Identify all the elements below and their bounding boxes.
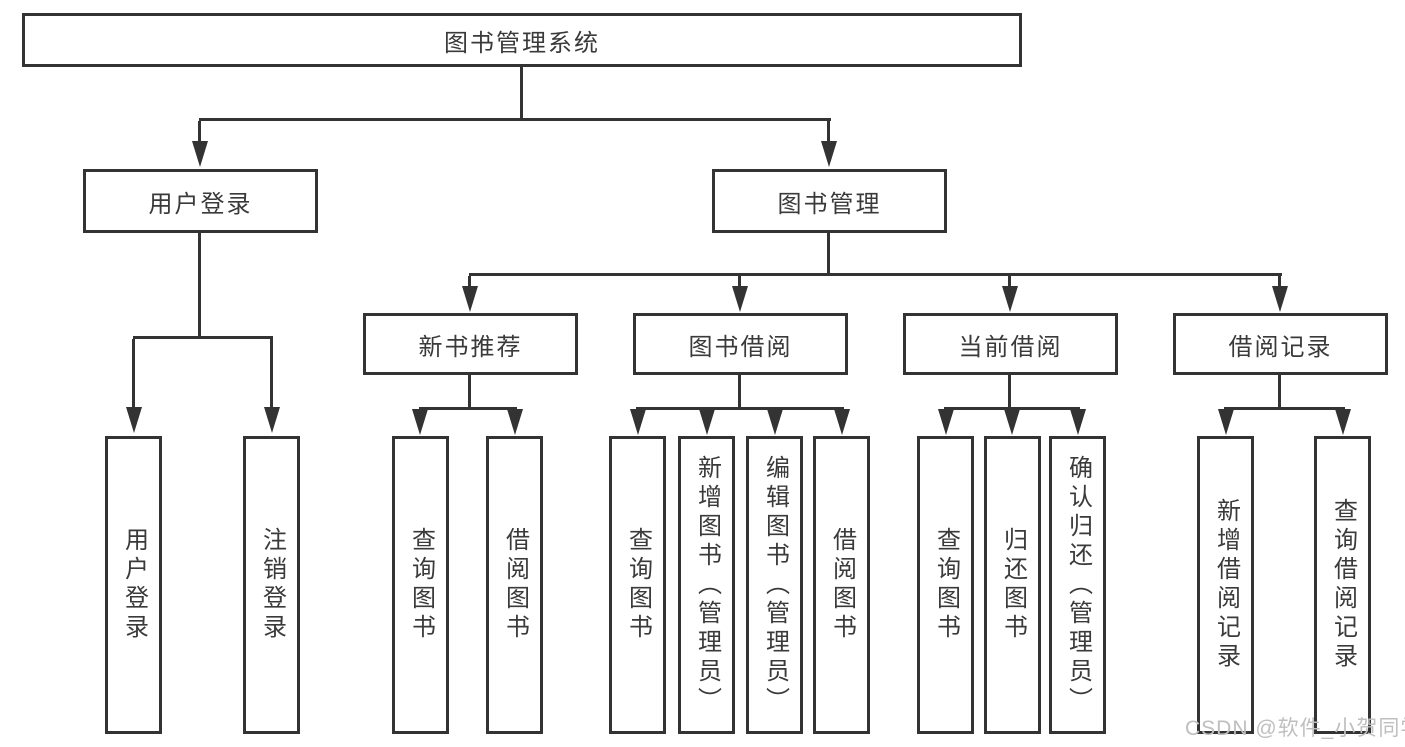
- leaf-add-borrow-record-label: 新增借阅记录: [1212, 498, 1240, 672]
- leaf-add-books-admin-label: 新增图书（管理员）: [693, 454, 721, 716]
- leaf-borrow-books-borrowing: 借阅图书: [813, 436, 870, 734]
- node-library-system: 图书管理系统: [22, 13, 1022, 67]
- leaf-query-books-newbooks: 查询图书: [392, 436, 449, 734]
- arrow-down-icon: [462, 286, 478, 312]
- arrow-down-icon: [767, 409, 783, 435]
- connector-line: [468, 375, 471, 407]
- connector-line: [419, 407, 517, 410]
- watermark: CSDN @软件_小贺同学: [1185, 717, 1405, 740]
- leaf-borrow-books-newbooks-label: 借阅图书: [501, 527, 529, 643]
- arrow-down-icon: [699, 409, 715, 435]
- leaf-confirm-return-admin-label: 确认归还（管理员）: [1064, 454, 1092, 716]
- leaf-edit-books-admin-label: 编辑图书（管理员）: [761, 454, 789, 716]
- leaf-add-books-admin: 新增图书（管理员）: [678, 436, 735, 734]
- arrow-down-icon: [1272, 286, 1288, 312]
- leaf-logout: 注销登录: [243, 436, 300, 734]
- leaf-borrow-books-borrowing-label: 借阅图书: [828, 527, 856, 643]
- arrow-down-icon: [732, 286, 748, 312]
- arrow-down-icon: [126, 407, 142, 433]
- leaf-query-borrow-record-label: 查询借阅记录: [1329, 498, 1357, 672]
- node-borrow-records: 借阅记录: [1173, 313, 1388, 375]
- leaf-edit-books-admin: 编辑图书（管理员）: [746, 436, 803, 734]
- leaf-query-books-current: 查询图书: [917, 436, 974, 734]
- node-user-login-label: 用户登录: [148, 190, 253, 218]
- arrow-down-icon: [1335, 409, 1351, 435]
- connector-line: [199, 118, 831, 121]
- connector-line: [132, 339, 135, 409]
- arrow-down-icon: [821, 141, 837, 167]
- connector-line: [738, 375, 741, 407]
- leaf-query-books-borrowing-label: 查询图书: [624, 527, 652, 643]
- connector-line: [1008, 375, 1011, 407]
- node-new-book-recommend-label: 新书推荐: [418, 333, 523, 361]
- connector-line: [198, 121, 201, 143]
- connector-line: [198, 233, 201, 336]
- node-book-borrowing: 图书借阅: [633, 313, 848, 375]
- node-borrow-records-label: 借阅记录: [1228, 333, 1333, 361]
- leaf-query-books-borrowing: 查询图书: [609, 436, 666, 734]
- leaf-query-books-current-label: 查询图书: [932, 527, 960, 643]
- connector-line: [827, 232, 830, 273]
- connector-line: [1278, 276, 1281, 288]
- connector-line: [827, 121, 830, 143]
- node-book-management: 图书管理: [712, 169, 947, 233]
- leaf-add-borrow-record: 新增借阅记录: [1197, 436, 1254, 734]
- leaf-return-books-label: 归还图书: [999, 527, 1027, 643]
- arrow-down-icon: [507, 409, 523, 435]
- connector-line: [133, 336, 273, 339]
- connector-line: [636, 407, 844, 410]
- leaf-query-borrow-record: 查询借阅记录: [1314, 436, 1371, 734]
- arrow-down-icon: [1218, 409, 1234, 435]
- leaf-borrow-books-newbooks: 借阅图书: [486, 436, 543, 734]
- connector-line: [270, 339, 273, 409]
- node-user-login: 用户登录: [83, 169, 318, 233]
- leaf-logout-label: 注销登录: [258, 527, 286, 643]
- arrow-down-icon: [1002, 286, 1018, 312]
- node-current-borrowing: 当前借阅: [903, 313, 1118, 375]
- node-new-book-recommend: 新书推荐: [363, 313, 578, 375]
- arrow-down-icon: [264, 407, 280, 433]
- arrow-down-icon: [630, 409, 646, 435]
- connector-line: [469, 273, 1282, 276]
- connector-line: [1278, 375, 1281, 407]
- connector-line: [738, 276, 741, 288]
- node-current-borrowing-label: 当前借阅: [958, 333, 1063, 361]
- arrow-down-icon: [1070, 409, 1086, 435]
- leaf-return-books: 归还图书: [984, 436, 1041, 734]
- arrow-down-icon: [834, 409, 850, 435]
- connector-line: [944, 407, 1080, 410]
- connector-line: [468, 276, 471, 288]
- connector-line: [1008, 276, 1011, 288]
- arrow-down-icon: [412, 409, 428, 435]
- node-book-management-label: 图书管理: [777, 190, 882, 218]
- connector-line: [520, 67, 523, 118]
- leaf-user-login: 用户登录: [105, 436, 162, 734]
- arrow-down-icon: [1004, 409, 1020, 435]
- leaf-user-login-label: 用户登录: [120, 527, 148, 643]
- node-book-borrowing-label: 图书借阅: [688, 333, 793, 361]
- node-library-system-label: 图书管理系统: [444, 29, 600, 57]
- arrow-down-icon: [938, 409, 954, 435]
- leaf-confirm-return-admin: 确认归还（管理员）: [1049, 436, 1106, 734]
- connector-line: [1224, 407, 1345, 410]
- arrow-down-icon: [192, 141, 208, 167]
- leaf-query-books-newbooks-label: 查询图书: [407, 527, 435, 643]
